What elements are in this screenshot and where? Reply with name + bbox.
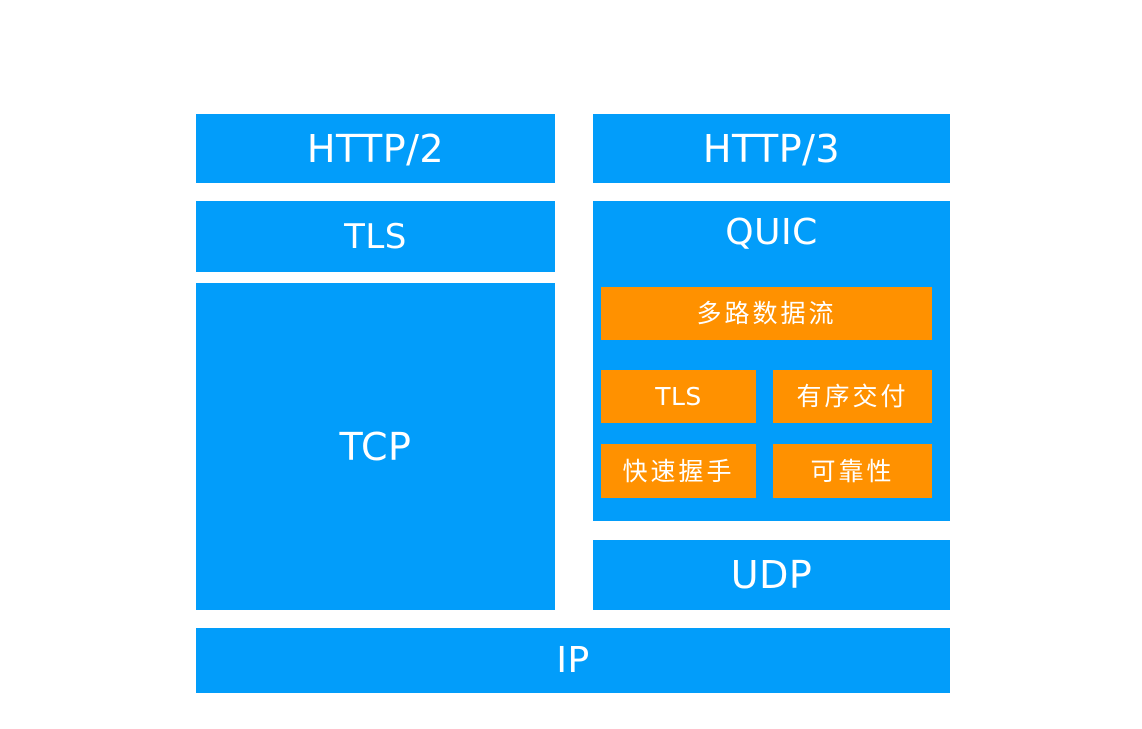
layer-label-tcp: TCP <box>339 424 412 469</box>
layer-label-udp: UDP <box>730 553 813 597</box>
quic-feature-label-reliability: 可靠性 <box>810 456 895 486</box>
quic-feature-multiplexed-streams: 多路数据流 <box>601 287 932 340</box>
layer-block-tcp: TCP <box>196 283 555 610</box>
quic-feature-label-multiplexed-streams: 多路数据流 <box>696 299 837 328</box>
quic-feature-fast-handshake: 快速握手 <box>601 444 756 498</box>
layer-label-ip: IP <box>556 639 590 681</box>
layer-label-tls: TLS <box>344 216 407 257</box>
quic-feature-label-tls: TLS <box>655 382 702 411</box>
quic-feature-reliability: 可靠性 <box>773 444 932 498</box>
quic-feature-label-fast-handshake: 快速握手 <box>622 456 735 486</box>
layer-block-http3: HTTP/3 <box>593 114 950 183</box>
quic-feature-label-ordered-delivery: 有序交付 <box>796 382 909 411</box>
layer-label-http2: HTTP/2 <box>306 126 445 171</box>
layer-block-http2: HTTP/2 <box>196 114 555 183</box>
layer-block-ip: IP <box>196 628 950 693</box>
layer-block-udp: UDP <box>593 540 950 610</box>
layer-label-http3: HTTP/3 <box>702 126 841 171</box>
quic-feature-tls: TLS <box>601 370 756 423</box>
quic-feature-ordered-delivery: 有序交付 <box>773 370 932 423</box>
layer-block-tls: TLS <box>196 201 555 272</box>
layer-label-quic: QUIC <box>725 212 818 253</box>
